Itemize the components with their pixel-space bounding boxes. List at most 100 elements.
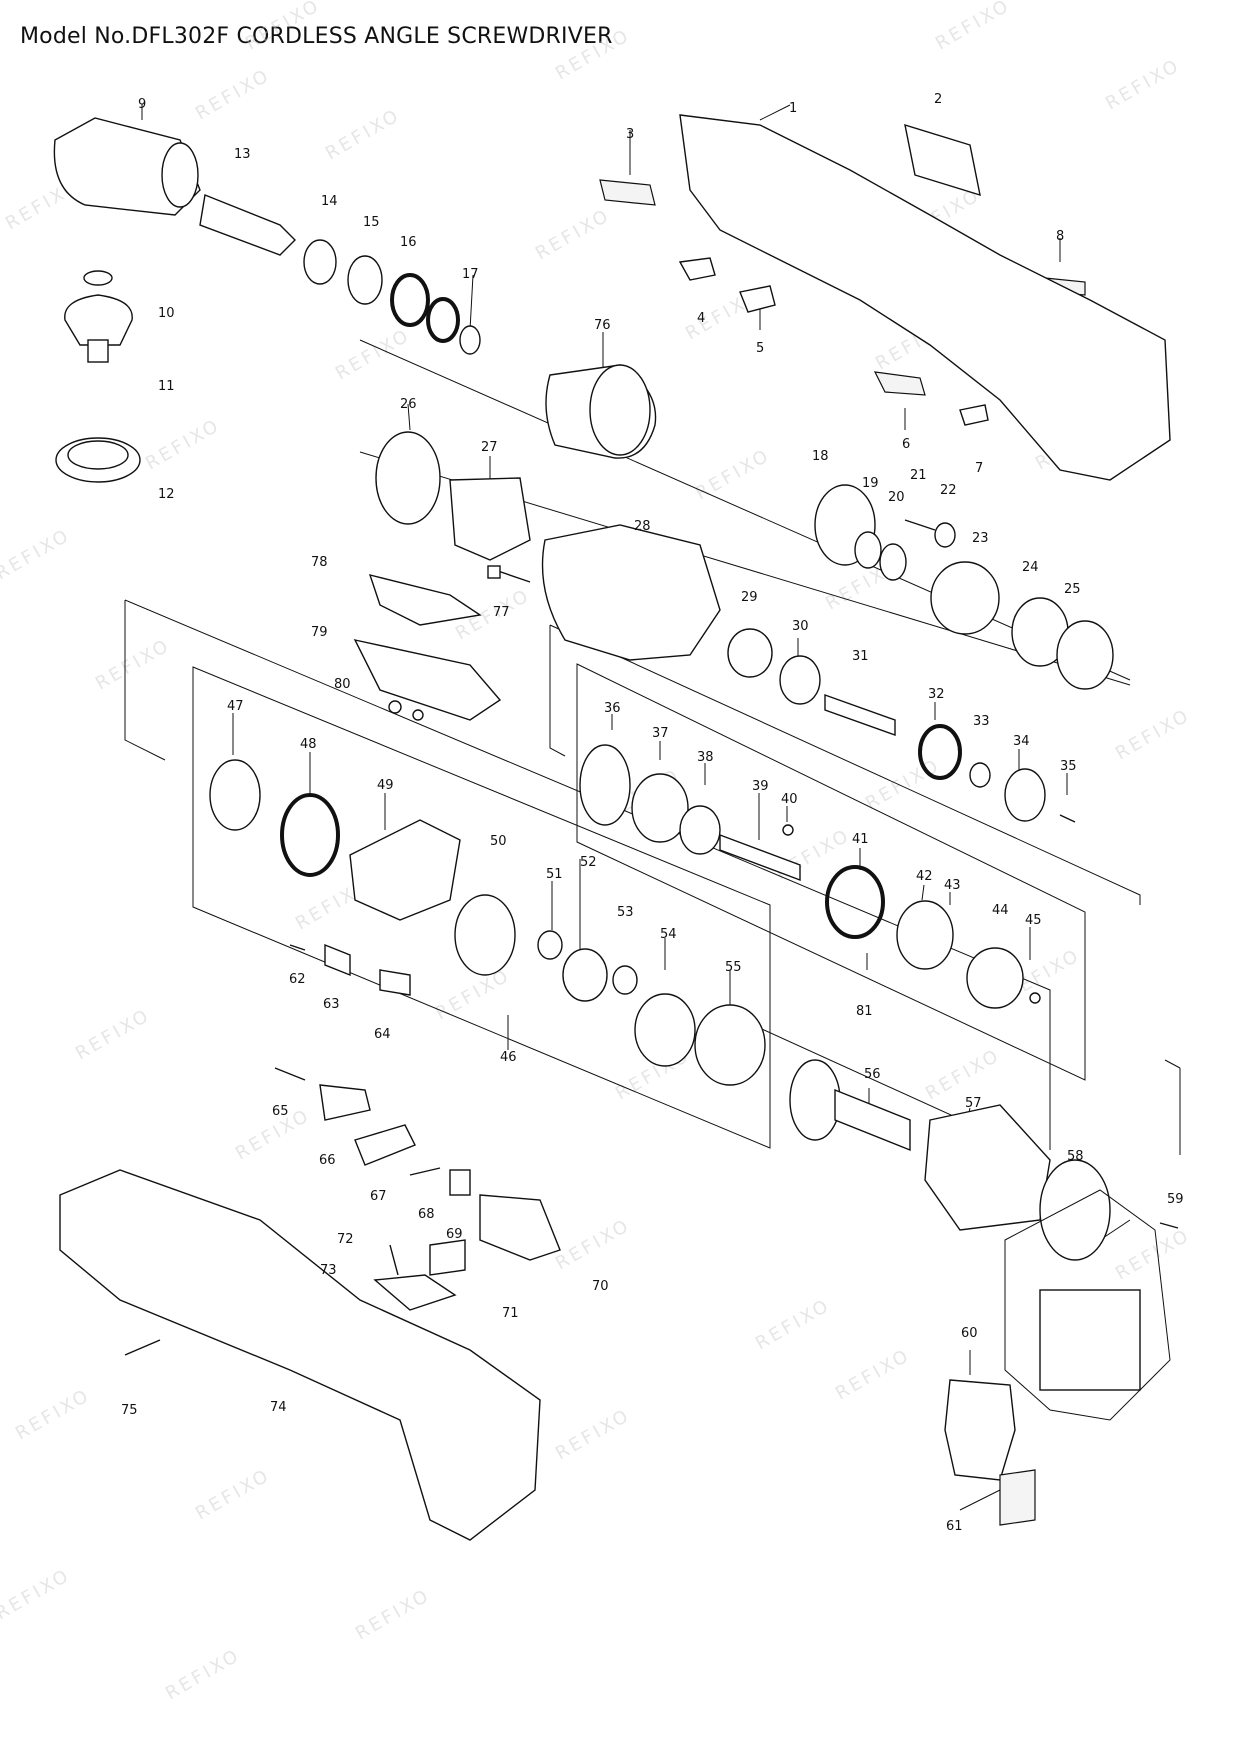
- part-label-61: 61: [946, 1519, 963, 1534]
- part-label-56: 56: [864, 1067, 881, 1082]
- watermark-text: REFIXO: [922, 1045, 1004, 1105]
- watermark-text: REFIXO: [832, 1345, 914, 1405]
- watermark-text: REFIXO: [162, 1645, 244, 1705]
- watermark-text: REFIXO: [1112, 1225, 1194, 1285]
- part-label-77: 77: [493, 605, 510, 620]
- page-title: Model No.DFL302F CORDLESS ANGLE SCREWDRI…: [20, 24, 613, 49]
- part-label-72: 72: [337, 1232, 354, 1247]
- part-label-48: 48: [300, 737, 317, 752]
- part-label-39: 39: [752, 779, 769, 794]
- part-label-51: 51: [546, 867, 563, 882]
- part-number-labels: 1 2 3 4 5 6 7 8 9 10 11 12 13 14 15 16 1…: [121, 92, 1184, 1534]
- part-label-34: 34: [1013, 734, 1030, 749]
- part-label-64: 64: [374, 1027, 391, 1042]
- part-label-62: 62: [289, 972, 306, 987]
- part-label-24: 24: [1022, 560, 1039, 575]
- part-label-55: 55: [725, 960, 742, 975]
- part-label-42: 42: [916, 869, 933, 884]
- part-label-52: 52: [580, 855, 597, 870]
- part-label-16: 16: [400, 235, 417, 250]
- part-label-79: 79: [311, 625, 328, 640]
- watermark-text: REFIXO: [322, 105, 404, 165]
- part-label-26: 26: [400, 397, 417, 412]
- part-label-67: 67: [370, 1189, 387, 1204]
- watermark-text: REFIXO: [552, 25, 634, 85]
- part-label-59: 59: [1167, 1192, 1184, 1207]
- part-label-68: 68: [418, 1207, 435, 1222]
- part-label-71: 71: [502, 1306, 519, 1321]
- watermark-text: REFIXO: [932, 0, 1014, 54]
- part-label-14: 14: [321, 194, 338, 209]
- watermark-text: REFIXO: [0, 1565, 74, 1625]
- part-label-75: 75: [121, 1403, 138, 1418]
- part-label-22: 22: [940, 483, 957, 498]
- part-label-29: 29: [741, 590, 758, 605]
- part-label-33: 33: [973, 714, 990, 729]
- watermark-text: REFIXO: [1102, 55, 1184, 115]
- watermark-text: REFIXO: [532, 205, 614, 265]
- watermark-text: REFIXO: [552, 1405, 634, 1465]
- part-label-1: 1: [789, 101, 797, 116]
- part-label-32: 32: [928, 687, 945, 702]
- watermark-text: REFIXO: [862, 755, 944, 815]
- watermark-text: REFIXO: [692, 445, 774, 505]
- part-label-36: 36: [604, 701, 621, 716]
- part-label-31: 31: [852, 649, 869, 664]
- part-label-63: 63: [323, 997, 340, 1012]
- part-label-6: 6: [902, 437, 910, 452]
- part-label-81: 81: [856, 1004, 873, 1019]
- watermark-text: REFIXO: [332, 325, 414, 385]
- part-label-53: 53: [617, 905, 634, 920]
- part-label-76: 76: [594, 318, 611, 333]
- part-label-41: 41: [852, 832, 869, 847]
- part-label-17: 17: [462, 267, 479, 282]
- part-label-20: 20: [888, 490, 905, 505]
- part-label-58: 58: [1067, 1149, 1084, 1164]
- part-label-27: 27: [481, 440, 498, 455]
- part-label-66: 66: [319, 1153, 336, 1168]
- part-label-21: 21: [910, 468, 927, 483]
- part-label-69: 69: [446, 1227, 463, 1242]
- part-label-3: 3: [626, 127, 634, 142]
- part-label-10: 10: [158, 306, 175, 321]
- part-label-40: 40: [781, 792, 798, 807]
- watermark-text: REFIXO: [432, 965, 514, 1025]
- part-label-7: 7: [975, 461, 983, 476]
- part-label-70: 70: [592, 1279, 609, 1294]
- part-label-13: 13: [234, 147, 251, 162]
- part-label-44: 44: [992, 903, 1009, 918]
- watermark-text: REFIXO: [1112, 705, 1194, 765]
- part-label-50: 50: [490, 834, 507, 849]
- watermark-text: REFIXO: [552, 1215, 634, 1275]
- part-label-38: 38: [697, 750, 714, 765]
- watermark-text: REFIXO: [192, 1465, 274, 1525]
- watermark-layer: REFIXO REFIXO REFIXO REFIXO REFIXO REFIXO REFI…: [0, 0, 1194, 1704]
- part-label-2: 2: [934, 92, 942, 107]
- part-label-18: 18: [812, 449, 829, 464]
- part-label-11: 11: [158, 379, 175, 394]
- part-label-57: 57: [965, 1096, 982, 1111]
- part-label-54: 54: [660, 927, 677, 942]
- watermark-text: REFIXO: [92, 635, 174, 695]
- watermark-text: REFIXO: [192, 65, 274, 125]
- watermark-text: REFIXO: [242, 0, 324, 54]
- part-label-25: 25: [1064, 582, 1081, 597]
- part-label-49: 49: [377, 778, 394, 793]
- part-label-9: 9: [138, 97, 146, 112]
- part-label-35: 35: [1060, 759, 1077, 774]
- part-label-23: 23: [972, 531, 989, 546]
- part-label-8: 8: [1056, 229, 1064, 244]
- part-label-78: 78: [311, 555, 328, 570]
- part-label-43: 43: [944, 878, 961, 893]
- part-label-45: 45: [1025, 913, 1042, 928]
- watermark-text: REFIXO: [752, 1295, 834, 1355]
- part-shapes: [53, 114, 1179, 1541]
- watermark-text: REFIXO: [0, 525, 74, 585]
- part-label-65: 65: [272, 1104, 289, 1119]
- watermark-text: REFIXO: [12, 1385, 94, 1445]
- part-label-60: 60: [961, 1326, 978, 1341]
- part-label-12: 12: [158, 487, 175, 502]
- part-label-74: 74: [270, 1400, 287, 1415]
- part-label-80: 80: [334, 677, 351, 692]
